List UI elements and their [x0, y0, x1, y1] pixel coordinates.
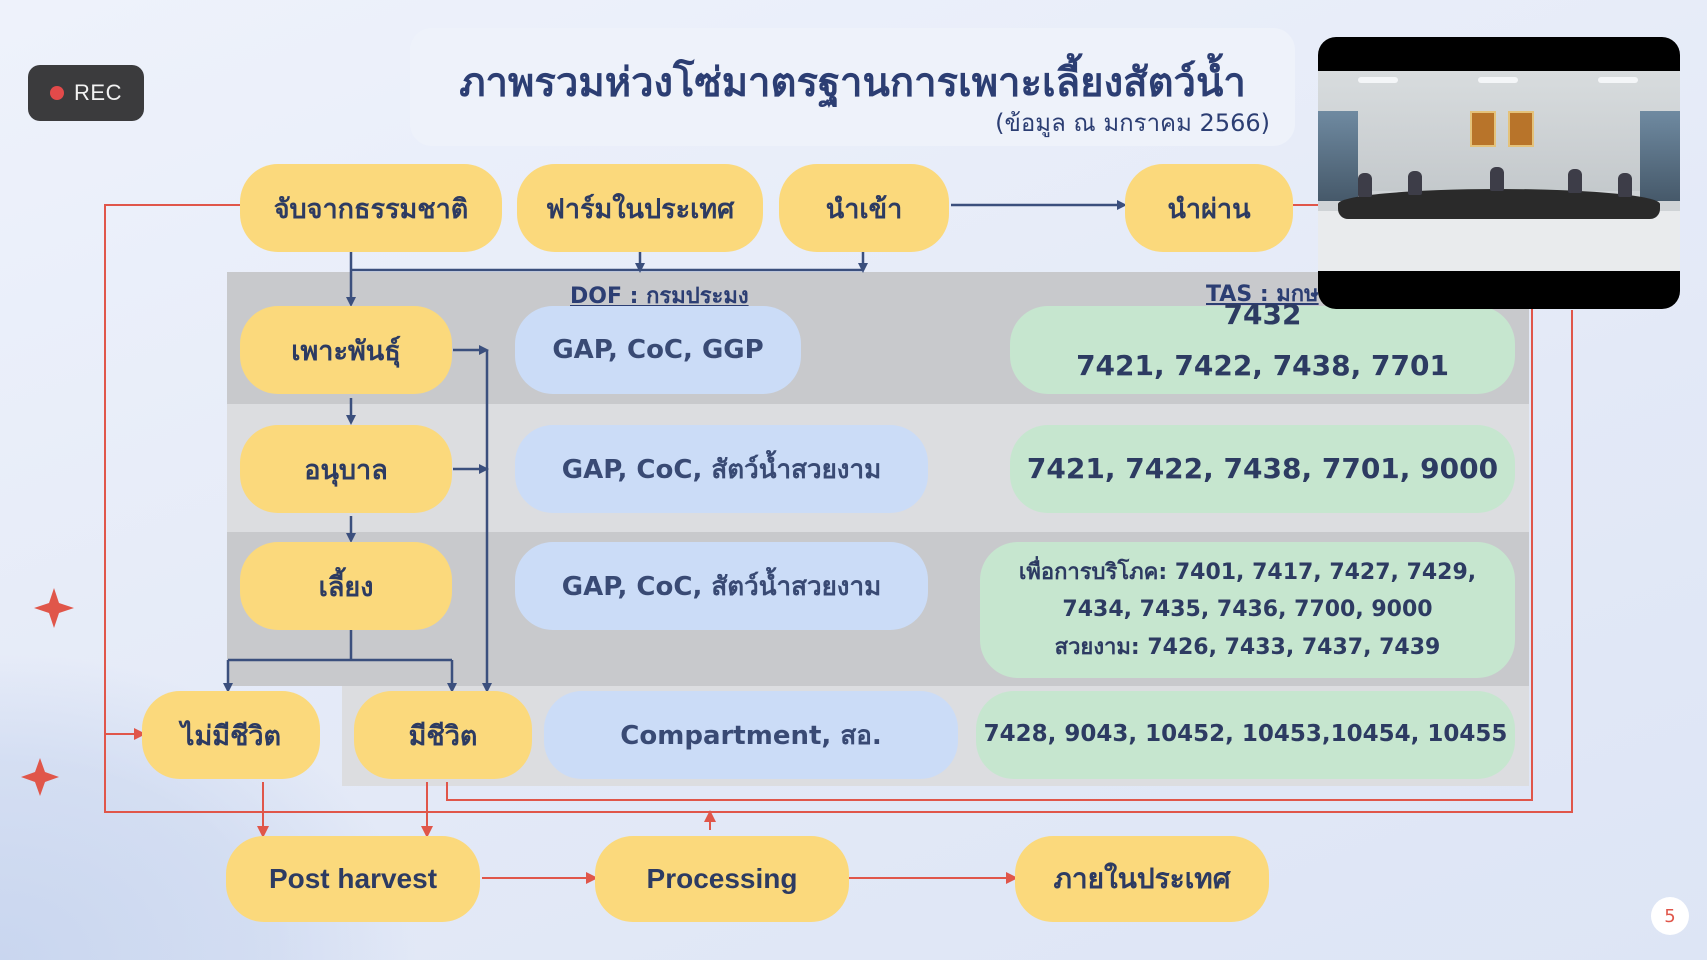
source-wild: จับจากธรรมชาติ	[240, 164, 502, 252]
title-box	[410, 28, 1295, 146]
output-domestic: ภายในประเทศ	[1015, 836, 1269, 922]
tas-grow-line2: 7434, 7435, 7436, 7700, 9000	[1062, 597, 1433, 623]
video-call-window[interactable]	[1318, 37, 1680, 309]
recording-label: REC	[74, 80, 122, 105]
page-number: 5	[1651, 897, 1689, 935]
source-transit: นำผ่าน	[1125, 164, 1293, 252]
participant	[1490, 167, 1504, 191]
ceiling-light	[1358, 77, 1398, 83]
stage-grow: เลี้ยง	[240, 542, 452, 630]
dof-breeding: GAP, CoC, GGP	[515, 306, 801, 394]
portrait-frame	[1470, 111, 1496, 147]
participant	[1358, 173, 1372, 197]
room-window	[1640, 111, 1680, 201]
tas-grow-line3: สวยงาม: 7426, 7433, 7437, 7439	[1054, 634, 1441, 660]
recording-indicator[interactable]: REC	[28, 65, 144, 121]
stage-live: มีชีวิต	[354, 691, 532, 779]
ceiling-light	[1598, 77, 1638, 83]
portrait-frame	[1508, 111, 1534, 147]
tas-grow-line1: เพื่อการบริโภค: 7401, 7417, 7427, 7429,	[1018, 559, 1477, 585]
conference-room-thumbnail	[1318, 71, 1680, 271]
slide-subtitle: (ข้อมูล ณ มกราคม 2566)	[995, 109, 1270, 137]
dof-nursery: GAP, CoC, สัตว์น้ำสวยงาม	[515, 425, 928, 513]
tas-grow: เพื่อการบริโภค: 7401, 7417, 7427, 7429, …	[980, 542, 1515, 678]
header-tas: TAS : มกษ	[1206, 282, 1319, 307]
stage-nursery: อนุบาล	[240, 425, 452, 513]
stage-dead: ไม่มีชีวิต	[142, 691, 320, 779]
header-dof: DOF : กรมประมง	[570, 284, 749, 309]
record-dot-icon	[50, 86, 65, 100]
dof-live: Compartment, สอ.	[544, 691, 958, 779]
conference-table	[1338, 189, 1660, 219]
participant	[1568, 169, 1582, 193]
tas-nursery: 7421, 7422, 7438, 7701, 9000	[1010, 425, 1515, 513]
participant	[1618, 173, 1632, 197]
participant	[1408, 171, 1422, 195]
tas-breeding: 7432 7421, 7422, 7438, 7701	[1010, 298, 1515, 394]
ceiling-light	[1478, 77, 1518, 83]
source-import: นำเข้า	[779, 164, 949, 252]
stage-breeding: เพาะพันธุ์	[240, 306, 452, 394]
slide-title: ภาพรวมห่วงโซ่มาตรฐานการเพาะเลี้ยงสัตว์น้…	[459, 60, 1246, 106]
source-farm: ฟาร์มในประเทศ	[517, 164, 763, 252]
output-post-harvest: Post harvest	[226, 836, 480, 922]
room-floor	[1318, 211, 1680, 271]
room-window	[1318, 111, 1358, 201]
output-processing: Processing	[595, 836, 849, 922]
tas-breeding-line2: 7421, 7422, 7438, 7701	[1076, 349, 1449, 382]
dof-grow: GAP, CoC, สัตว์น้ำสวยงาม	[515, 542, 928, 630]
tas-live: 7428, 9043, 10452, 10453,10454, 10455	[976, 691, 1515, 779]
tas-breeding-line1: 7432	[1223, 298, 1302, 332]
